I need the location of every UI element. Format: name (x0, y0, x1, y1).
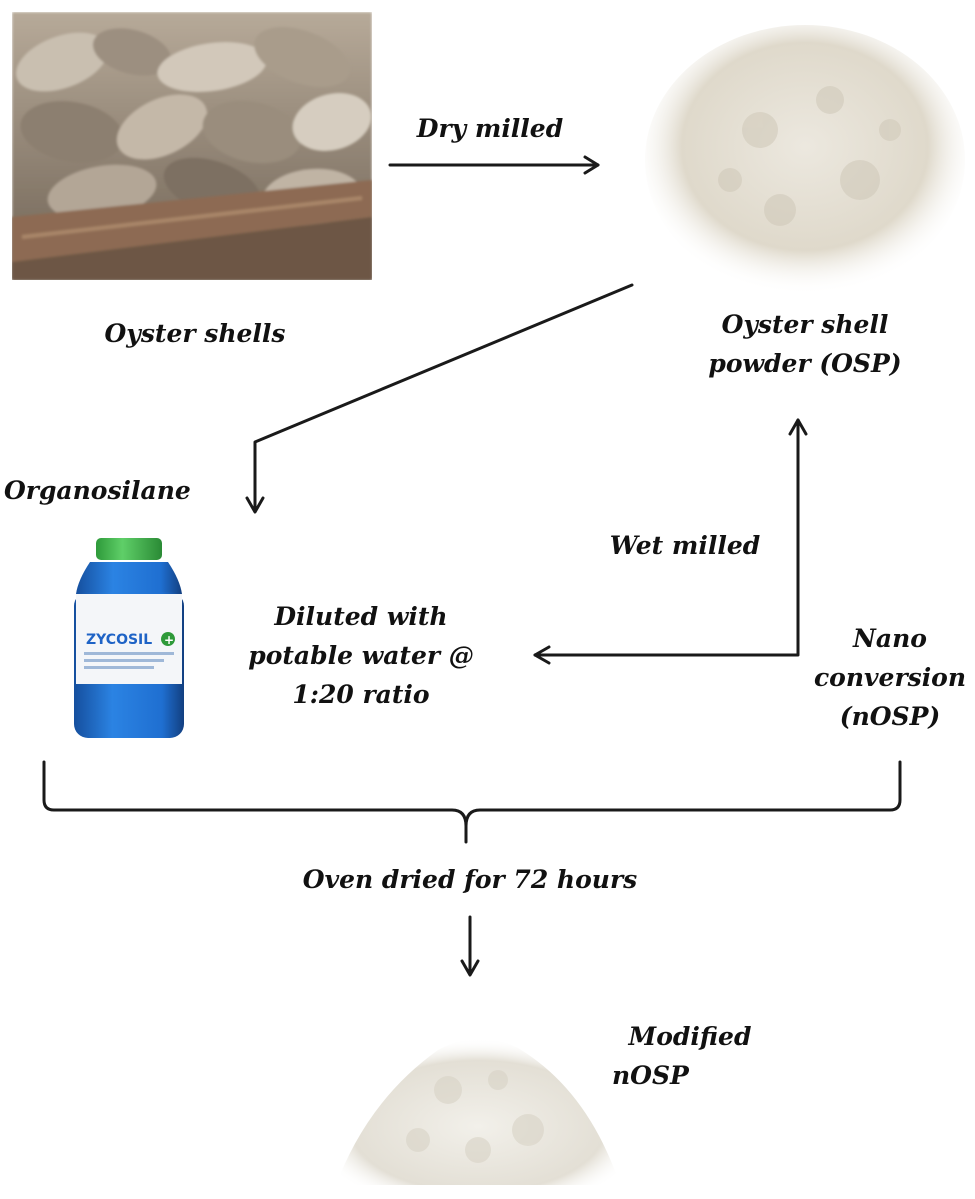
organosilane-bottle-image: ZYCOSIL + (74, 538, 184, 738)
nano-label-line2: conversion (813, 663, 967, 692)
osp-to-organosilane-arrow (253, 283, 634, 512)
nano-label-line3: (nOSP) (839, 702, 941, 731)
modified-label-line2: nOSP (612, 1061, 689, 1090)
diluted-label-line1: Diluted with (274, 602, 448, 631)
diluted-label-line3: 1:20 ratio (292, 680, 430, 709)
organosilane-label: Organosilane (4, 476, 191, 505)
modified-label-line1: Modified (628, 1022, 752, 1051)
osp-label-line2: powder (OSP) (708, 349, 902, 378)
oyster-shells-image (12, 12, 372, 280)
osp-label-line1: Oyster shell (721, 310, 889, 339)
svg-text:+: + (164, 633, 174, 647)
modified-nosp-powder-image (336, 1038, 620, 1185)
bottle-brand-text: ZYCOSIL (86, 632, 152, 648)
oven-dried-label: Oven dried for 72 hours (302, 865, 638, 894)
nano-label-line1: Nano (853, 624, 927, 653)
wet-milled-arrow (533, 418, 800, 657)
combine-brace (42, 760, 902, 828)
diluted-label-line2: potable water @ (248, 641, 474, 670)
osp-powder-image (645, 25, 965, 295)
dry-milled-label: Dry milled (416, 114, 564, 143)
oyster-shells-label: Oyster shells (104, 319, 286, 348)
wet-milled-label: Wet milled (609, 531, 761, 560)
